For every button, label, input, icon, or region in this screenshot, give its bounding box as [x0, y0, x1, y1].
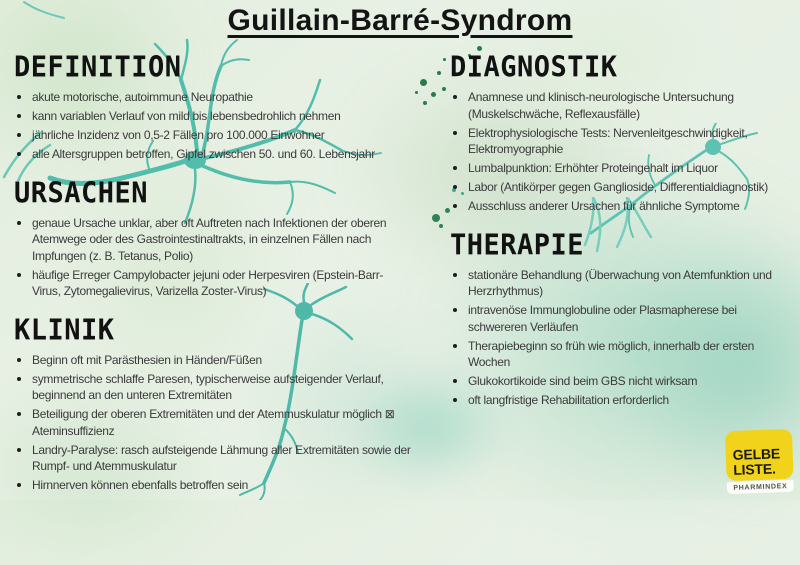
bullet-text: symmetrische schlaffe Paresen, typischer… — [32, 371, 384, 403]
bullet-dot-icon — [453, 379, 457, 383]
list-item: Therapiebeginn so früh wie möglich, inne… — [450, 338, 798, 371]
bullet-dot-icon — [453, 185, 457, 189]
list-item: stationäre Behandlung (Überwachung von A… — [450, 267, 798, 300]
bullet-dot-icon — [453, 204, 457, 208]
list-item: Lumbalpunktion: Erhöhter Proteingehalt i… — [450, 160, 798, 177]
gelbe-liste-logo: GELBE LISTE. PHARMINDEX — [724, 428, 795, 495]
section-ursachen: URSACHEN genaue Ursache unklar, aber oft… — [14, 176, 439, 300]
section-definition: DEFINITION akute motorische, autoimmune … — [14, 50, 439, 163]
list-item: Hirnnerven können ebenfalls betroffen se… — [14, 477, 439, 494]
klinik-bullet-list: Beginn oft mit Parästhesien in Händen/Fü… — [14, 352, 439, 494]
list-item: alle Altersgruppen betroffen, Gipfel zwi… — [14, 146, 439, 163]
list-item: jährliche Inzidenz von 0,5-2 Fällen pro … — [14, 127, 439, 144]
bullet-text: Hirnnerven können ebenfalls betroffen se… — [32, 478, 248, 492]
list-item: intravenöse Immunglobuline oder Plasmaph… — [450, 302, 798, 335]
bullet-dot-icon — [17, 447, 21, 452]
logo-yellow-box: GELBE LISTE. — [724, 428, 794, 482]
bullet-dot-icon — [453, 343, 457, 348]
list-item: Beginn oft mit Parästhesien in Händen/Fü… — [14, 352, 439, 369]
section-diagnostik: DIAGNOSTIK Anamnese und klinisch-neurolo… — [450, 50, 798, 215]
list-item: Anamnese und klinisch-neurologische Unte… — [450, 89, 798, 122]
section-klinik: KLINIK Beginn oft mit Parästhesien in Hä… — [14, 313, 439, 494]
page-title: Guillain-Barré-Syndrom — [227, 4, 573, 37]
bullet-dot-icon — [17, 220, 21, 225]
list-item: akute motorische, autoimmune Neuropathie — [14, 89, 439, 106]
bullet-dot-icon — [17, 95, 21, 99]
ursachen-bullet-list: genaue Ursache unklar, aber oft Auftrete… — [14, 215, 439, 300]
definition-bullet-list: akute motorische, autoimmune Neuropathie… — [14, 89, 439, 163]
list-item: Beteiligung der oberen Extremitäten und … — [14, 406, 439, 439]
logo-subline: PHARMINDEX — [726, 479, 795, 495]
bullet-dot-icon — [17, 376, 21, 381]
klinik-heading: KLINIK — [14, 313, 115, 347]
paint-splatter-dot — [442, 87, 446, 91]
diagnostik-bullet-list: Anamnese und klinisch-neurologische Unte… — [450, 89, 798, 215]
bullet-dot-icon — [453, 95, 457, 99]
left-column: DEFINITION akute motorische, autoimmune … — [14, 50, 439, 496]
bullet-text: jährliche Inzidenz von 0,5-2 Fällen pro … — [32, 128, 325, 142]
bullet-text: Lumbalpunktion: Erhöhter Proteingehalt i… — [468, 161, 718, 175]
bullet-dot-icon — [17, 483, 21, 487]
right-column: DIAGNOSTIK Anamnese und klinisch-neurolo… — [450, 50, 798, 411]
list-item: oft langfristige Rehabilitation erforder… — [450, 392, 798, 409]
bullet-text: Ausschluss anderer Ursachen für ähnliche… — [468, 199, 740, 213]
list-item: Elektrophysiologische Tests: Nervenleitg… — [450, 125, 798, 158]
list-item: kann variablen Verlauf von mild bis lebe… — [14, 108, 439, 125]
bullet-text: Labor (Antikörper gegen Ganglioside, Dif… — [468, 180, 768, 194]
list-item: Glukokortikoide sind beim GBS nicht wirk… — [450, 373, 798, 390]
bullet-dot-icon — [453, 166, 457, 170]
bullet-text: stationäre Behandlung (Überwachung von A… — [468, 267, 772, 299]
bullet-dot-icon — [17, 152, 21, 156]
list-item: genaue Ursache unklar, aber oft Auftrete… — [14, 215, 439, 265]
bullet-text: genaue Ursache unklar, aber oft Auftrete… — [32, 215, 387, 263]
bullet-dot-icon — [17, 133, 21, 137]
bullet-text: Elektrophysiologische Tests: Nervenleitg… — [468, 125, 748, 157]
list-item: häufige Erreger Campylobacter jejuni ode… — [14, 267, 439, 300]
bullet-text: Glukokortikoide sind beim GBS nicht wirk… — [468, 374, 698, 388]
bullet-dot-icon — [453, 272, 457, 277]
bullet-dot-icon — [17, 114, 21, 118]
bullet-text: alle Altersgruppen betroffen, Gipfel zwi… — [32, 147, 375, 161]
paint-splatter-dot — [439, 224, 443, 228]
bullet-text: Landry-Paralyse: rasch aufsteigende Lähm… — [32, 442, 411, 474]
definition-heading: DEFINITION — [14, 51, 182, 84]
bullet-text: Anamnese und klinisch-neurologische Unte… — [468, 90, 734, 121]
list-item: Labor (Antikörper gegen Ganglioside, Dif… — [450, 179, 798, 196]
diagnostik-heading: DIAGNOSTIK — [450, 51, 618, 84]
bullet-text: Therapiebeginn so früh wie möglich, inne… — [468, 338, 755, 370]
list-item: Landry-Paralyse: rasch aufsteigende Lähm… — [14, 442, 439, 475]
bullet-dot-icon — [453, 130, 457, 135]
therapie-bullet-list: stationäre Behandlung (Überwachung von A… — [450, 267, 798, 409]
bullet-dot-icon — [453, 308, 457, 312]
bullet-text: kann variablen Verlauf von mild bis lebe… — [32, 109, 341, 123]
therapie-heading: THERAPIE — [450, 228, 585, 262]
bullet-dot-icon — [453, 398, 457, 402]
paint-splatter-dot — [443, 58, 446, 61]
bullet-dot-icon — [17, 272, 21, 277]
logo-line2: LISTE. — [732, 459, 776, 478]
list-item: Ausschluss anderer Ursachen für ähnliche… — [450, 198, 798, 215]
bullet-text: intravenöse Immunglobuline oder Plasmaph… — [468, 303, 737, 334]
bullet-text: oft langfristige Rehabilitation erforder… — [468, 393, 669, 407]
bullet-text: akute motorische, autoimmune Neuropathie — [32, 90, 253, 104]
section-therapie: THERAPIE stationäre Behandlung (Überwach… — [450, 228, 798, 409]
bullet-text: Beginn oft mit Parästhesien in Händen/Fü… — [32, 352, 262, 367]
bullet-dot-icon — [17, 357, 21, 362]
list-item: symmetrische schlaffe Paresen, typischer… — [14, 371, 439, 404]
ursachen-heading: URSACHEN — [14, 176, 149, 210]
bullet-text: häufige Erreger Campylobacter jejuni ode… — [32, 267, 384, 299]
bullet-dot-icon — [17, 412, 21, 416]
bullet-text: Beteiligung der oberen Extremitäten und … — [32, 407, 395, 438]
